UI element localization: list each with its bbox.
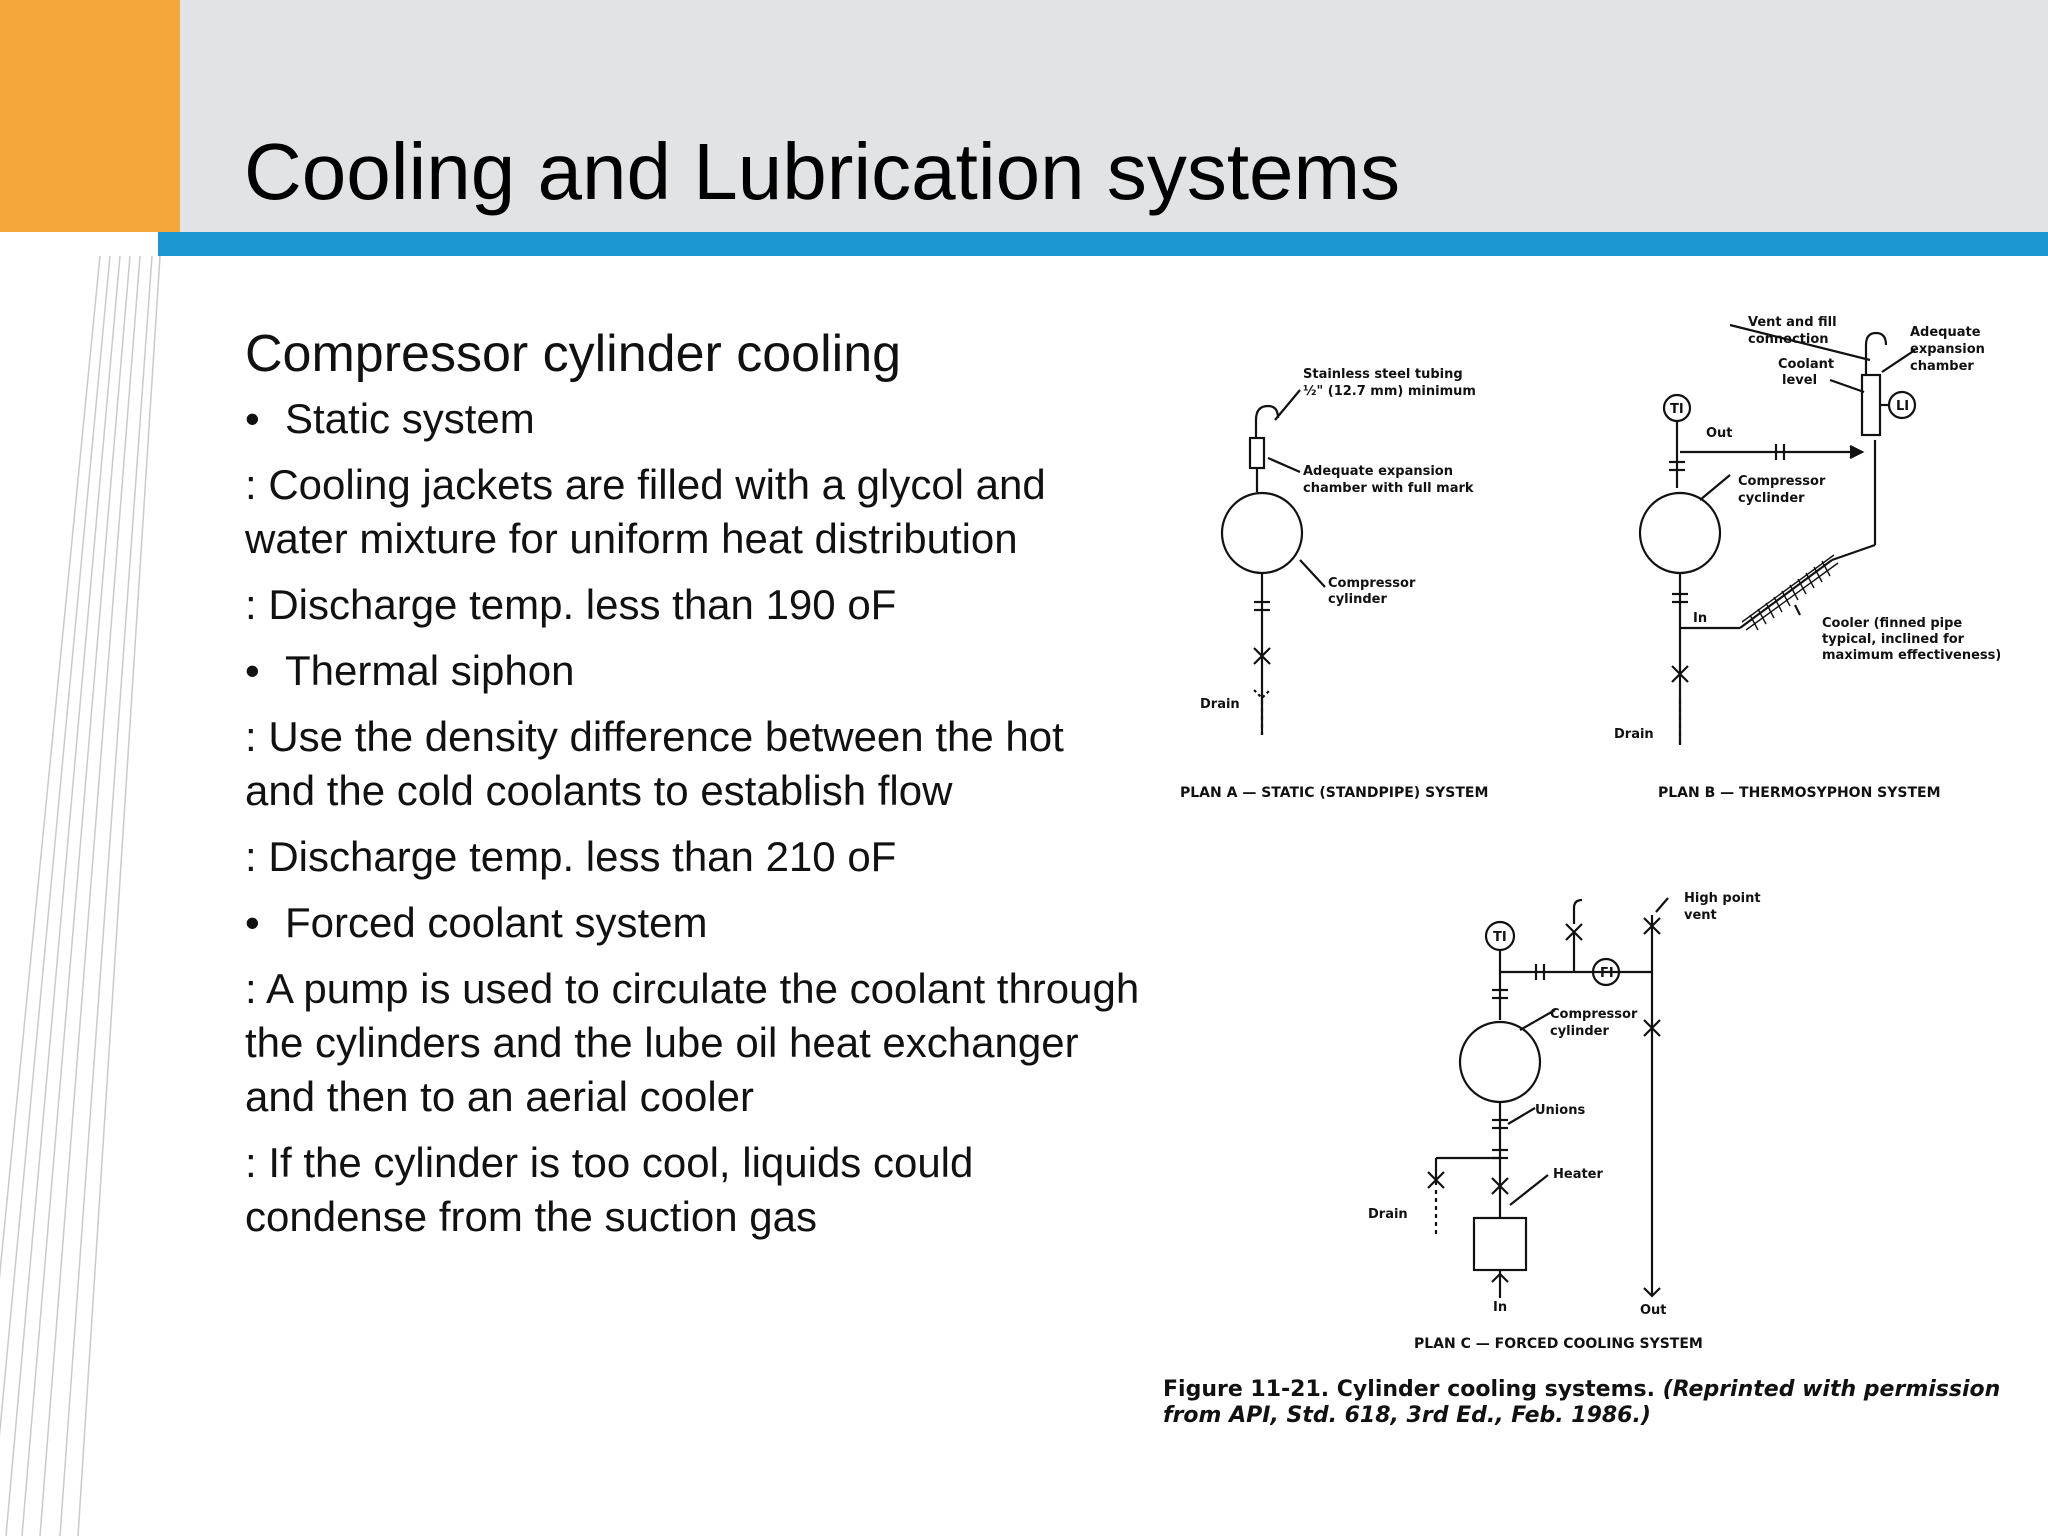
plan-c-fi-label: FI bbox=[1600, 966, 1614, 981]
figure-caption: Figure 11-21. Cylinder cooling systems. … bbox=[1163, 1377, 2023, 1429]
plan-b-cooler-label-2: typical, inclined for bbox=[1822, 632, 1965, 647]
plan-c-caption: PLAN C — FORCED COOLING SYSTEM bbox=[1414, 1336, 1703, 1352]
plan-a-tubing-size-label: ½" (12.7 mm) minimum bbox=[1303, 384, 1476, 399]
plan-a-cylinder-label: Compressor bbox=[1328, 576, 1416, 591]
plan-b-caption: PLAN B — THERMOSYPHON SYSTEM bbox=[1658, 785, 1941, 801]
plan-a-chamber-mark-label: chamber with full mark bbox=[1303, 481, 1474, 496]
static-discharge-temp: : Discharge temp. less than 190 oF bbox=[245, 581, 897, 628]
plan-c-heater-label: Heater bbox=[1553, 1167, 1604, 1182]
plan-c-drain-label: Drain bbox=[1368, 1207, 1408, 1222]
plan-c-cylinder-label-2: cylinder bbox=[1550, 1024, 1609, 1039]
plan-b-connection-label: connection bbox=[1748, 332, 1829, 347]
plan-b-coolant-label: Coolant bbox=[1778, 357, 1834, 372]
plan-a-tubing-label: Stainless steel tubing bbox=[1303, 367, 1463, 382]
bullet-dot: • bbox=[245, 899, 260, 946]
slide-title: Cooling and Lubrication systems bbox=[244, 127, 1401, 216]
bullet-forced-coolant: • Forced coolant system bbox=[245, 896, 1145, 950]
bullet-static-system: • Static system bbox=[245, 392, 1145, 446]
forced-description: : A pump is used to circulate the coolan… bbox=[245, 965, 1140, 1120]
siphon-description: : Use the density difference between the… bbox=[245, 713, 1064, 814]
plan-c-in-label: In bbox=[1493, 1300, 1507, 1315]
plan-b-vent-label: Vent and fill bbox=[1748, 315, 1837, 330]
plan-c-unions-label: Unions bbox=[1535, 1103, 1585, 1118]
cooling-systems-figure: Stainless steel tubing ½" (12.7 mm) mini… bbox=[1160, 310, 2000, 1450]
plan-b-chamber-label-2: expansion bbox=[1910, 342, 1985, 357]
plan-b-out-label: Out bbox=[1706, 426, 1733, 441]
plan-c-vent-label: vent bbox=[1684, 908, 1717, 923]
plan-c-high-point-label: High point bbox=[1684, 891, 1761, 906]
bullet-label: Thermal siphon bbox=[285, 647, 575, 694]
blue-divider bbox=[158, 232, 2048, 256]
bullet-label: Static system bbox=[285, 395, 535, 442]
plan-a-chamber-label: Adequate expansion bbox=[1303, 464, 1453, 479]
orange-accent-tab bbox=[0, 0, 180, 232]
static-description: : Cooling jackets are filled with a glyc… bbox=[245, 461, 1046, 562]
plan-b-li-label: LI bbox=[1896, 399, 1909, 414]
section-heading: Compressor cylinder cooling bbox=[245, 325, 902, 383]
plan-b-cylinder-label: Compressor bbox=[1738, 474, 1826, 489]
figure-caption-credit: (Reprinted with permission from API, Std… bbox=[1163, 1377, 2001, 1428]
plan-c-cylinder-label: Compressor bbox=[1550, 1007, 1638, 1022]
plan-b-cooler-label-3: maximum effectiveness) bbox=[1822, 648, 2000, 663]
siphon-discharge-temp: : Discharge temp. less than 210 oF bbox=[245, 833, 897, 880]
plan-b-cylinder-label-2: cyclinder bbox=[1738, 491, 1805, 506]
plan-b-level-label: level bbox=[1782, 373, 1817, 388]
plan-c-out-label: Out bbox=[1640, 1303, 1667, 1318]
plan-b-chamber-label: Adequate bbox=[1910, 325, 1981, 340]
bullet-dot: • bbox=[245, 395, 260, 442]
bullet-label: Forced coolant system bbox=[285, 899, 708, 946]
plan-b-in-label: In bbox=[1693, 611, 1707, 626]
plan-b-cooler-label: Cooler (finned pipe bbox=[1822, 616, 1962, 631]
plan-c-ti-label: TI bbox=[1493, 930, 1507, 945]
plan-b-chamber-label-3: chamber bbox=[1910, 359, 1974, 374]
decorative-lines bbox=[0, 255, 161, 1536]
forced-cool-warning: : If the cylinder is too cool, liquids c… bbox=[245, 1139, 974, 1240]
plan-b-ti-label: TI bbox=[1670, 402, 1684, 417]
plan-a-caption: PLAN A — STATIC (STANDPIPE) SYSTEM bbox=[1180, 785, 1488, 801]
plan-a-drain-label: Drain bbox=[1200, 697, 1240, 712]
figure-caption-title: Figure 11-21. Cylinder cooling systems. bbox=[1163, 1377, 1655, 1402]
header-band bbox=[0, 0, 2048, 232]
bullet-thermal-siphon: • Thermal siphon bbox=[245, 644, 1145, 698]
plan-a-cylinder-label-2: cylinder bbox=[1328, 592, 1387, 607]
bullet-dot: • bbox=[245, 647, 260, 694]
slide-content: Compressor cylinder cooling • Static syst… bbox=[245, 320, 1145, 1256]
plan-b-drain-label: Drain bbox=[1614, 727, 1654, 742]
